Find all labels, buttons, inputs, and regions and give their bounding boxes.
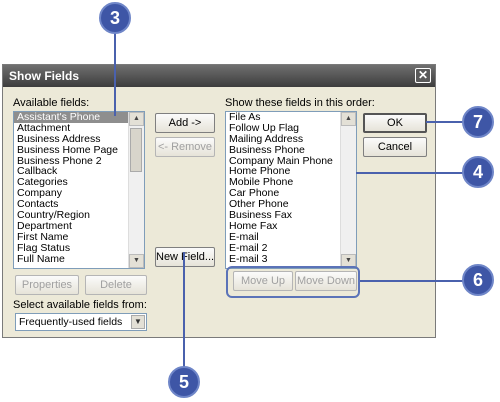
list-item[interactable]: Assistant's Phone (14, 112, 128, 123)
list-item[interactable]: Home Phone (229, 165, 291, 178)
show-fields-label: Show these fields in this order: (225, 97, 375, 109)
field-source-value: Frequently-used fields (19, 316, 123, 328)
scroll-thumb[interactable] (130, 128, 142, 172)
shown-scrollbar[interactable]: ▲ ▼ (340, 112, 356, 268)
scroll-up-icon[interactable]: ▲ (341, 112, 356, 126)
list-item[interactable]: Other Phone (229, 198, 289, 211)
list-item[interactable]: Company (17, 187, 62, 200)
list-item[interactable]: File As (229, 111, 261, 123)
list-item[interactable]: Business Address (17, 132, 101, 145)
cancel-button[interactable]: Cancel (363, 137, 427, 157)
list-item[interactable]: Contacts (17, 198, 59, 211)
move-up-button[interactable]: Move Up (233, 271, 293, 291)
list-item[interactable]: Business Fax (229, 209, 293, 222)
new-field-button[interactable]: New Field... (155, 247, 215, 267)
close-icon[interactable]: ✕ (415, 68, 431, 83)
callout-3: 3 (99, 2, 131, 34)
list-item[interactable]: Mailing Address (229, 132, 304, 145)
available-scrollbar[interactable]: ▲ ▼ (128, 112, 144, 268)
list-item[interactable]: Home Fax (229, 219, 278, 232)
chevron-down-icon[interactable]: ▼ (131, 315, 145, 329)
list-item[interactable]: Mobile Phone (229, 176, 294, 189)
list-item[interactable]: E-mail 3 (229, 252, 268, 265)
list-item[interactable]: Business Home Page (17, 143, 118, 156)
list-item[interactable]: Flag Status (17, 241, 71, 254)
list-item[interactable]: Attachment (17, 121, 71, 134)
list-item[interactable]: Full Name (17, 252, 65, 265)
list-item[interactable]: Country/Region (17, 209, 90, 222)
list-item[interactable]: First Name (17, 230, 69, 243)
dialog-title: Show Fields (9, 69, 80, 83)
list-item[interactable]: E-mail (229, 230, 259, 243)
available-fields-label: Available fields: (13, 97, 90, 109)
move-down-button[interactable]: Move Down (295, 271, 357, 291)
list-item[interactable]: Follow Up Flag (229, 121, 300, 134)
add-button[interactable]: Add -> (155, 113, 215, 133)
properties-button[interactable]: Properties (15, 275, 79, 295)
callout-line-4 (356, 172, 464, 174)
list-item[interactable]: Car Phone (229, 187, 280, 200)
select-fields-label: Select available fields from: (13, 299, 147, 311)
scroll-down-icon[interactable]: ▼ (129, 254, 144, 268)
move-buttons-highlight (226, 266, 360, 298)
scroll-up-icon[interactable]: ▲ (129, 112, 144, 126)
delete-button[interactable]: Delete (85, 275, 147, 295)
ok-button[interactable]: OK (363, 113, 427, 133)
list-item[interactable]: Business Phone 2 (17, 154, 102, 167)
callout-line-6 (360, 280, 464, 282)
title-bar: Show Fields ✕ (3, 65, 435, 87)
list-item[interactable]: Company Main Phone (229, 154, 333, 167)
callout-line-7 (426, 121, 464, 123)
show-fields-dialog: Show Fields ✕ Available fields: Assistan… (2, 64, 436, 338)
list-item[interactable]: Callback (17, 165, 58, 178)
callout-5: 5 (168, 366, 200, 398)
list-item[interactable]: Categories (17, 176, 68, 189)
field-source-select[interactable]: Frequently-used fields ▼ (15, 313, 147, 331)
remove-button[interactable]: <- Remove (155, 137, 215, 157)
callout-4: 4 (462, 156, 494, 188)
list-item[interactable]: Department (17, 219, 72, 232)
callout-7: 7 (462, 106, 494, 138)
callout-line-5 (183, 252, 185, 370)
callout-line-3 (114, 30, 116, 116)
list-item[interactable]: E-mail 2 (229, 241, 268, 254)
list-item[interactable]: Business Phone (229, 143, 305, 156)
callout-6: 6 (462, 264, 494, 296)
